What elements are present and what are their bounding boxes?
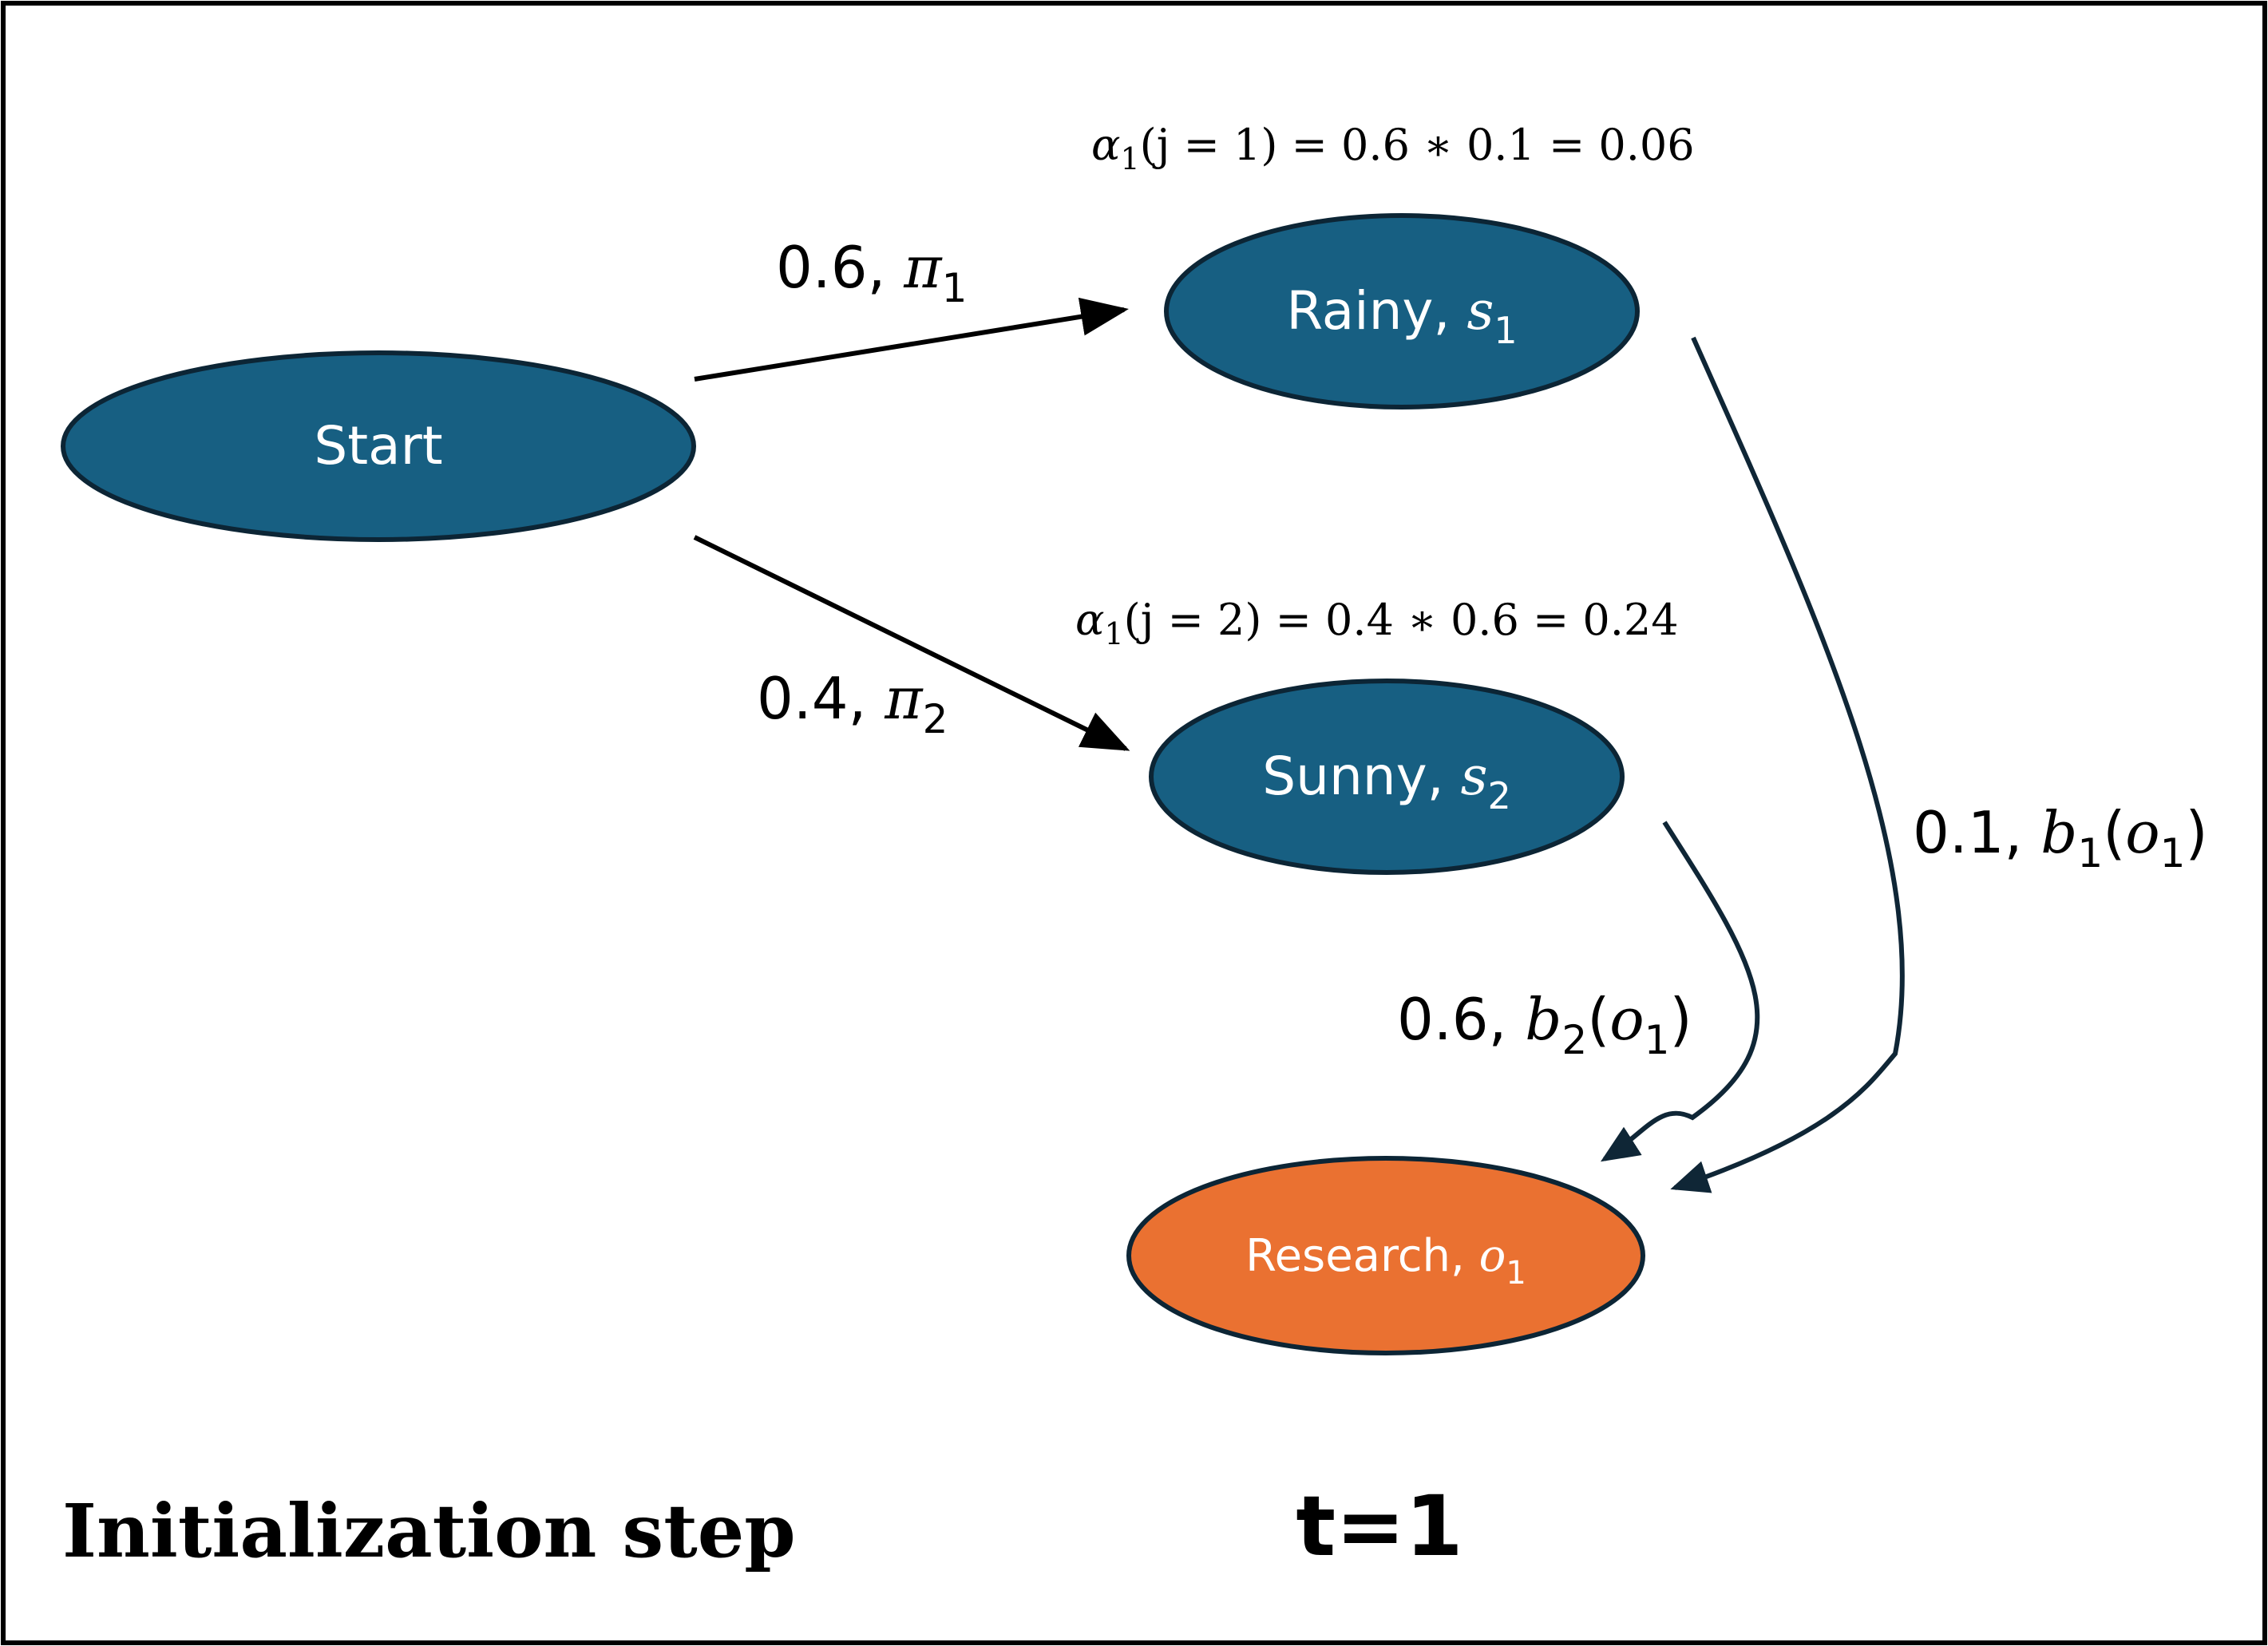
time-label: t=1 bbox=[1296, 1478, 1463, 1575]
node-research-sub: 1 bbox=[1506, 1255, 1526, 1292]
edge-rainy-to-research bbox=[1670, 336, 1905, 1193]
step-label: Initialization step bbox=[62, 1488, 796, 1574]
node-start[interactable]: Start bbox=[61, 350, 696, 542]
edge-sunny-to-research bbox=[1600, 821, 1760, 1162]
node-sunny-shape bbox=[1149, 679, 1625, 875]
node-sunny-sub: 2 bbox=[1488, 774, 1511, 817]
node-research-shape bbox=[1126, 1156, 1645, 1355]
edge-label-rainy-to-research: 0.1, b1(o1) bbox=[1913, 799, 2208, 876]
svg-text:Research, o1: Research, o1 bbox=[1245, 1230, 1526, 1292]
node-research-symbol: o bbox=[1479, 1230, 1506, 1282]
node-rainy-shape bbox=[1164, 213, 1640, 410]
edge-start-to-rainy bbox=[694, 297, 1129, 382]
svg-text:Rainy, s1: Rainy, s1 bbox=[1286, 280, 1517, 352]
svg-text:Start: Start bbox=[314, 415, 442, 477]
node-start-shape bbox=[61, 350, 696, 542]
node-sunny-symbol: s bbox=[1461, 746, 1488, 807]
node-sunny[interactable]: Sunny, s2 bbox=[1149, 679, 1625, 875]
node-start-label: Start bbox=[314, 415, 442, 477]
node-rainy-symbol: s bbox=[1466, 280, 1494, 342]
formula-alpha-rainy: α1(j = 1) = 0.6 ∗ 0.1 = 0.06 bbox=[1091, 120, 1695, 176]
edge-start-to-sunny bbox=[693, 535, 1130, 751]
node-research[interactable]: Research, o1 bbox=[1126, 1156, 1645, 1355]
svg-text:Sunny, s2: Sunny, s2 bbox=[1262, 746, 1511, 817]
node-research-label: Research, bbox=[1245, 1230, 1478, 1282]
node-rainy[interactable]: Rainy, s1 bbox=[1164, 213, 1640, 410]
formula-alpha-sunny: α1(j = 2) = 0.4 ∗ 0.6 = 0.24 bbox=[1075, 595, 1679, 651]
edge-label-sunny-to-research: 0.6, b2(o1) bbox=[1397, 986, 1692, 1063]
node-sunny-label: Sunny, bbox=[1262, 746, 1460, 807]
edge-label-start-to-sunny: 0.4, π2 bbox=[757, 665, 948, 742]
node-rainy-label: Rainy, bbox=[1286, 280, 1466, 342]
edge-label-start-to-rainy: 0.6, π1 bbox=[776, 234, 967, 311]
node-rainy-sub: 1 bbox=[1494, 309, 1517, 352]
